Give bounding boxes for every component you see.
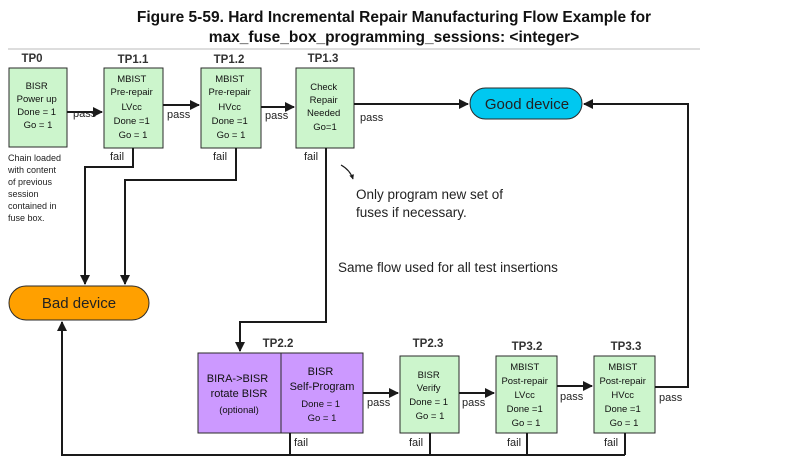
annotation-pointer [340, 164, 354, 180]
tp2-3-box: BISR Verify Done = 1 Go = 1 [399, 355, 460, 434]
tp0-box: BISR Power up Done = 1 Go = 1 [8, 67, 68, 148]
tp1-3-label: TP1.3 [308, 53, 339, 65]
chain-loaded-note: Chain loaded with content of previous se… [7, 153, 64, 223]
fail-label-tp2-2: fail [294, 437, 308, 449]
fail-label-tp3-2: fail [507, 437, 521, 449]
pass-label-tp2-3: pass [462, 397, 486, 409]
svg-text:BISR Self-Program: BISR Self-Program [290, 366, 355, 393]
tp1-2-box: MBIST Pre-repair HVcc Done =1 Go = 1 [200, 67, 262, 149]
fail-label-tp1-3: fail [304, 151, 318, 163]
tp1-1-label: TP1.1 [118, 54, 149, 66]
svg-text:MBIST Post-repair: MBIST Post-repair LVcc Done =1 Go = 1 [501, 362, 550, 429]
tp2-2-label: TP2.2 [263, 338, 294, 350]
annotation-fuses: Only program new set of fuses if necessa… [356, 187, 507, 220]
pass-label-tp1-1: pass [167, 109, 191, 121]
fail-label-tp1-2: fail [213, 151, 227, 163]
svg-text:MBIST Pre-repair H: MBIST Pre-repair HVcc Done =1 Go = 1 [209, 74, 254, 141]
svg-text:Good device: Good device [485, 96, 569, 113]
svg-text:BISR Verify Done =: BISR Verify Done = 1 Go = 1 [409, 370, 450, 422]
svg-text:(optional): (optional) [219, 405, 259, 416]
good-device-terminal: Good device [469, 87, 583, 120]
figure-title-line-2: max_fuse_box_programming_sessions: <inte… [209, 29, 579, 46]
fail-path-tp1-1 [80, 148, 134, 285]
tp3-3-label: TP3.3 [611, 341, 642, 353]
tp1-3-box: Check Repair Needed Go=1 [295, 67, 355, 149]
tp1-2-label: TP1.2 [214, 54, 245, 66]
fail-bus-to-bad-device [57, 321, 625, 456]
fail-path-tp1-2 [120, 148, 237, 285]
pass-label-tp3-2: pass [560, 391, 584, 403]
tp3-2-box: MBIST Post-repair LVcc Done =1 Go = 1 [495, 355, 558, 434]
annotation-same-flow: Same flow used for all test insertions [338, 260, 558, 275]
svg-text:BISR Power up Done: BISR Power up Done = 1 Go = 1 [17, 81, 60, 131]
svg-text:Bad device: Bad device [42, 295, 116, 312]
pass-label-tp2-2: pass [367, 397, 391, 409]
svg-text:BIRA->BISR rotate BISR: BIRA->BISR rotate BISR [207, 373, 272, 400]
tp3-3-box: MBIST Post-repair HVcc Done =1 Go = 1 [593, 355, 656, 434]
fail-label-tp1-1: fail [110, 151, 124, 163]
tp3-2-label: TP3.2 [512, 341, 543, 353]
svg-text:Check Repair Neede: Check Repair Needed Go=1 [307, 82, 343, 133]
tp1-1-box: MBIST Pre-repair LVcc Done =1 Go = 1 [103, 67, 164, 149]
figure-title-line-1: Figure 5-59. Hard Incremental Repair Man… [137, 9, 651, 26]
pass-label-tp0: pass [73, 108, 97, 120]
fail-label-tp2-3: fail [409, 437, 423, 449]
pass-label-tp1-3: pass [360, 112, 384, 124]
fail-path-tp1-3-to-tp2-2 [235, 148, 327, 352]
tp2-2-box: BIRA->BISR rotate BISR (optional) BISR S… [197, 352, 364, 434]
svg-text:MBIST Pre-repair L: MBIST Pre-repair LVcc Done =1 Go = 1 [111, 74, 156, 141]
svg-text:MBIST Post-repair: MBIST Post-repair HVcc Done =1 Go = 1 [599, 362, 648, 429]
bad-device-terminal: Bad device [8, 285, 150, 321]
pass-label-tp3-3: pass [659, 392, 683, 404]
svg-text:Done = 1 Go = 1: Done = 1 Go = 1 [301, 399, 342, 424]
tp0-label: TP0 [21, 53, 42, 65]
arrow-tp3-3-to-good-device [583, 99, 689, 388]
fail-label-tp3-3: fail [604, 437, 618, 449]
pass-label-tp1-2: pass [265, 110, 289, 122]
tp2-3-label: TP2.3 [413, 338, 444, 350]
